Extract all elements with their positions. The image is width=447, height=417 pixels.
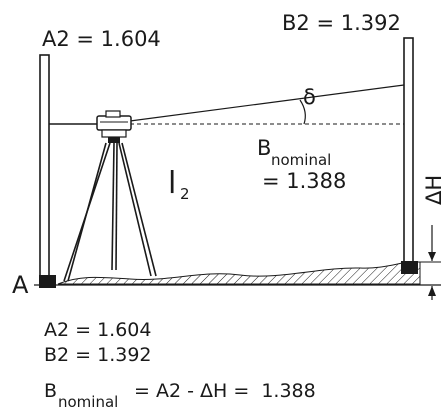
terrain-surface [57,261,421,285]
formula-line-1: A2 = 1.604 [44,319,151,341]
distance-subscript: 2 [180,185,190,203]
formula-line-3-rest: = A2 - ΔH = 1.388 [128,380,316,402]
staff-a [39,54,50,280]
b-nominal-value: = 1.388 [262,169,346,193]
staff-b [403,37,414,265]
delta-h-dimension [412,225,441,300]
point-a-label: A [12,271,29,299]
angle-arc [299,99,306,125]
formula-line-3-base: B [44,380,57,402]
distance-symbol: l [168,166,176,201]
level-instrument [96,110,132,143]
point-b-marker [401,261,418,274]
b-nominal-subscript: nominal [271,151,331,169]
formula-line-2: B2 = 1.392 [44,344,152,366]
staff-a-label: A2 = 1.604 [42,27,161,51]
inclined-sight-line [129,84,405,122]
formula-line-3-subscript: nominal [58,393,118,411]
delta-h-label: ΔH [422,175,446,205]
b-nominal-base: B [257,136,271,160]
staff-b-label: B2 = 1.392 [282,11,401,35]
point-a-marker [39,275,56,288]
angle-delta-label: δ [303,85,316,109]
tripod [63,142,157,282]
